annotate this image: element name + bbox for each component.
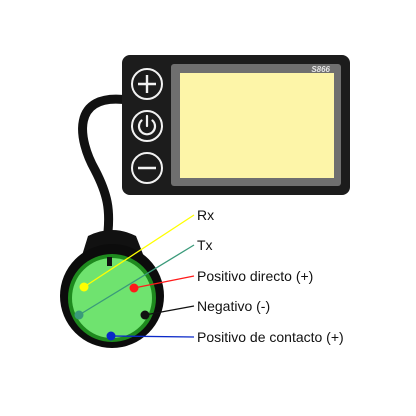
model-label: S866 <box>311 65 330 74</box>
pin-negative <box>140 310 150 320</box>
pin-line-tx <box>78 244 195 316</box>
pin-rx <box>79 282 89 292</box>
connector-key <box>107 257 112 266</box>
power-button[interactable] <box>131 110 163 142</box>
cable <box>78 94 133 237</box>
plus-icon <box>138 75 156 93</box>
pin-label-tx: Tx <box>197 237 213 253</box>
connector-plug <box>60 230 164 348</box>
pin-dots <box>74 282 150 341</box>
display-unit <box>122 55 350 195</box>
pin-line-rx <box>83 214 195 288</box>
pin-positive-contact <box>106 331 116 341</box>
pin-label-positive-direct: Positivo directo (+) <box>197 268 314 284</box>
pin-tx <box>74 310 84 320</box>
pin-line-negative <box>144 305 195 316</box>
pin-label-positive-contact: Positivo de contacto (+) <box>197 329 344 345</box>
plus-button[interactable] <box>131 68 163 100</box>
minus-button[interactable] <box>131 152 163 184</box>
pin-label-rx: Rx <box>197 207 215 223</box>
pin-label-negative: Negativo (-) <box>197 298 271 314</box>
connector-face <box>72 258 152 338</box>
power-icon <box>137 114 157 136</box>
pin-line-positive-direct <box>133 275 195 289</box>
pin-positive-direct <box>129 283 139 293</box>
display-screen <box>180 73 334 178</box>
pin-line-positive-contact <box>110 335 195 338</box>
pin-lines <box>78 214 195 338</box>
